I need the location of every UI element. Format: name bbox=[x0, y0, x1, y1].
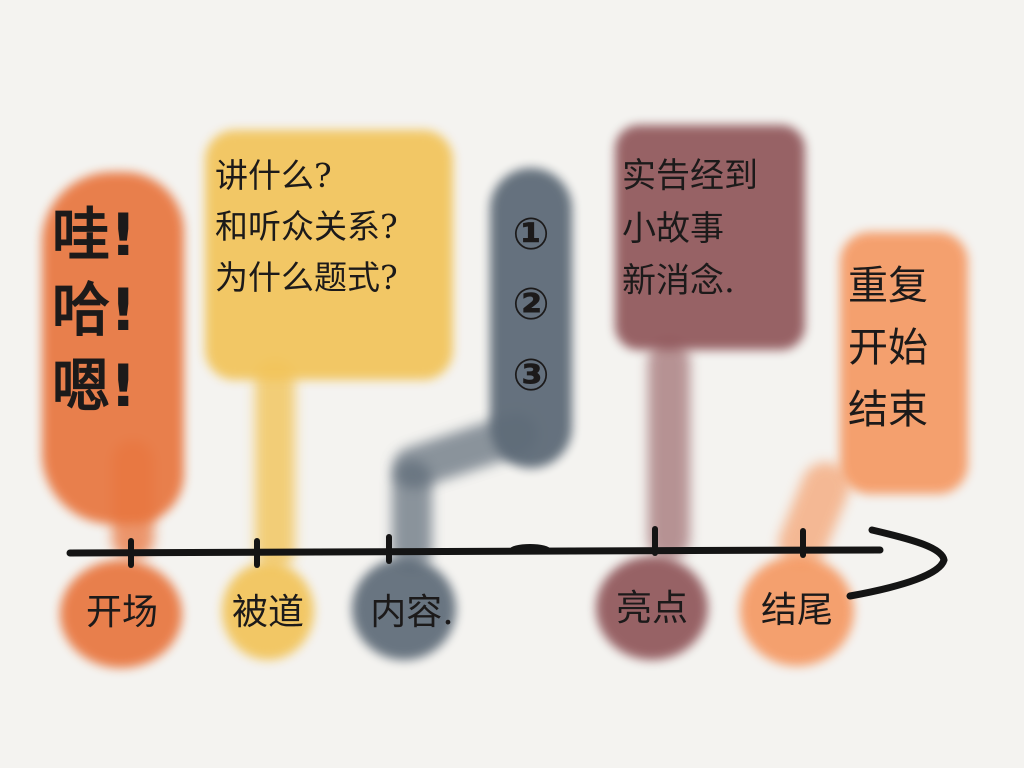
timeline-dash bbox=[510, 544, 550, 554]
label-circle-content bbox=[352, 558, 456, 660]
label-highlight: 亮点 bbox=[615, 588, 688, 629]
label-opening: 开场 bbox=[85, 592, 158, 633]
note-content: ① ② ③ bbox=[512, 209, 550, 401]
note-topic: 讲什么? 和听众关系? 为什么题式? bbox=[215, 156, 398, 298]
note-ending: 重复 开始 结束 bbox=[848, 263, 928, 433]
timeline-arrowhead bbox=[846, 526, 948, 600]
tick-content bbox=[386, 534, 392, 564]
tick-opening bbox=[128, 538, 134, 568]
label-circle-topic bbox=[222, 562, 314, 660]
note-highlight: 实告经到 小故事 新消念. bbox=[622, 156, 758, 302]
label-ending: 结尾 bbox=[760, 590, 833, 631]
note-blob-opening bbox=[42, 172, 184, 524]
tick-ending bbox=[800, 528, 806, 558]
label-circle-opening bbox=[60, 560, 182, 668]
stem-highlight bbox=[648, 340, 690, 560]
label-circle-ending bbox=[740, 556, 854, 666]
tick-highlight bbox=[652, 526, 658, 556]
note-blob-content bbox=[490, 168, 572, 468]
note-opening: 哇! 哈! 嗯! bbox=[52, 201, 137, 420]
note-blob-ending bbox=[840, 232, 968, 494]
label-content: 内容. bbox=[370, 592, 454, 633]
label-circle-highlight bbox=[596, 556, 708, 660]
note-blob-topic bbox=[205, 130, 453, 380]
note-blob-highlight bbox=[615, 125, 805, 350]
label-topic: 被道 bbox=[231, 592, 304, 633]
tick-topic bbox=[254, 538, 260, 568]
timeline-line bbox=[66, 546, 884, 557]
stem-topic bbox=[255, 360, 295, 570]
